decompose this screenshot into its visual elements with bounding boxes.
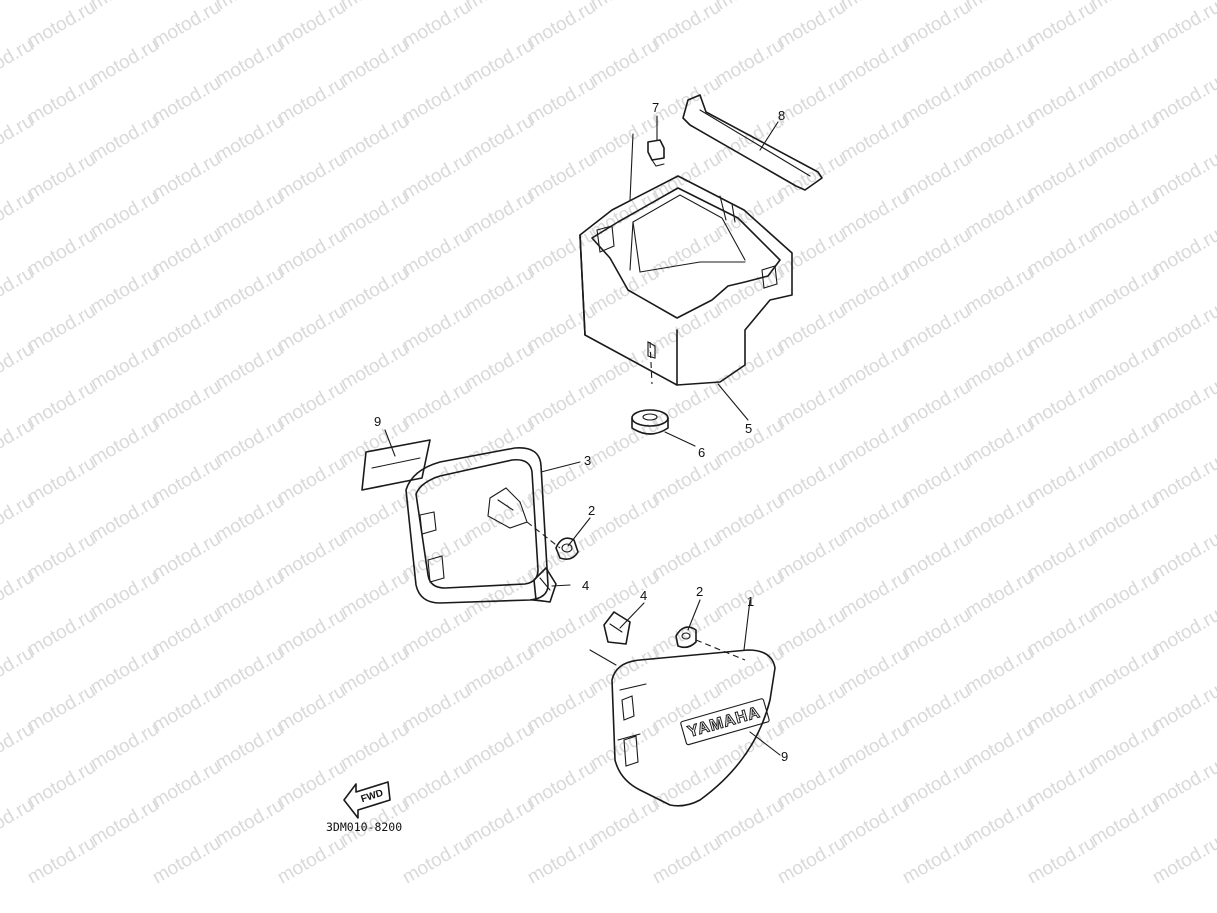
diagram-code: 3DM010-8200 (326, 820, 402, 834)
right-side-cover (611, 649, 776, 807)
grommet-right-cover (675, 626, 697, 649)
callout-8: 8 (778, 108, 785, 123)
leader-lines (384, 115, 781, 756)
callout-3: 3 (584, 453, 591, 468)
battery-strap (682, 94, 823, 191)
callout-1: 1 (747, 594, 754, 609)
fwd-arrow-icon (343, 781, 391, 819)
callout-2-lower: 2 (696, 584, 703, 599)
battery-box (579, 175, 793, 386)
callout-4-lower: 4 (640, 588, 647, 603)
callout-4-upper: 4 (582, 578, 589, 593)
grommet-left-cover (555, 537, 579, 560)
callout-9-upper: 9 (374, 414, 381, 429)
clip-left-cover (533, 567, 557, 603)
left-side-cover (405, 447, 549, 604)
clip-right-cover (603, 611, 631, 645)
callout-2-upper: 2 (588, 503, 595, 518)
callout-6: 6 (698, 445, 705, 460)
grommet (631, 409, 669, 435)
decal-left (361, 439, 431, 491)
callout-7: 7 (652, 100, 659, 115)
callout-5: 5 (745, 421, 752, 436)
bolt (629, 133, 665, 201)
callout-9-lower: 9 (781, 749, 788, 764)
